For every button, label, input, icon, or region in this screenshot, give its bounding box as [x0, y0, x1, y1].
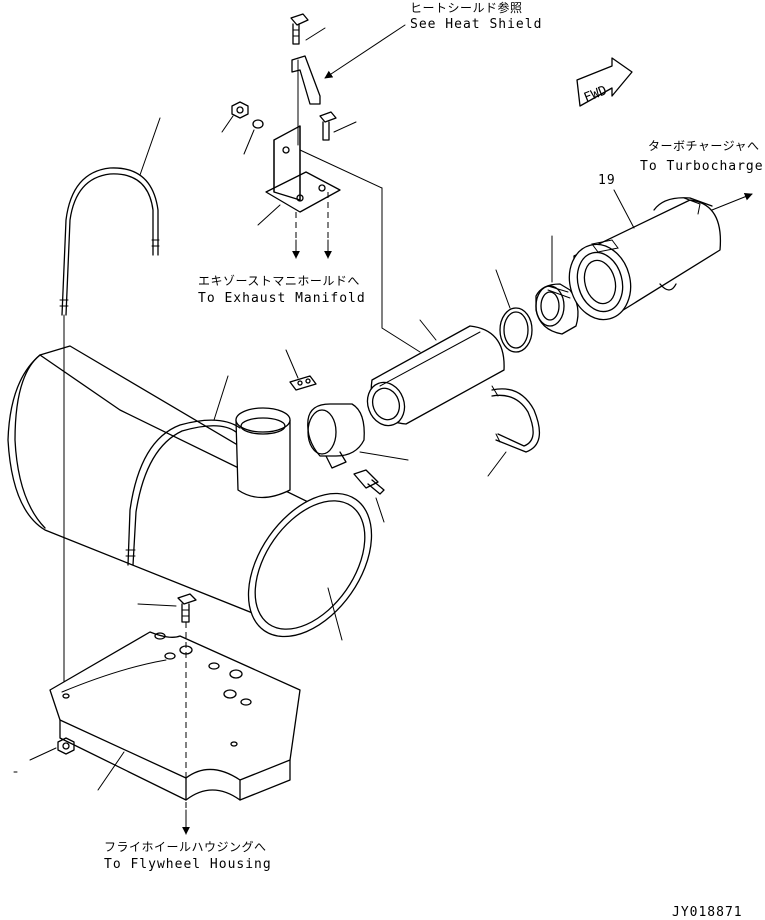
- leader-bottom-nut: [29, 747, 57, 761]
- leader-bottom-bolt: [137, 603, 177, 607]
- adapter-ring: [535, 283, 579, 335]
- leader-u-bolt-right: [487, 451, 507, 477]
- u-bolt-upper-left: [59, 167, 160, 316]
- leader-muffler-u-bolt: [213, 375, 229, 421]
- mounting-plate: [49, 631, 301, 801]
- leader-band-clamp: [359, 451, 409, 461]
- mounting-bracket: [265, 125, 341, 213]
- turbo-pipe-19: [568, 197, 722, 321]
- arrow-to-turbo: [711, 192, 753, 211]
- leader-clamp-plate: [285, 349, 299, 379]
- leader-clamp-bolt: [375, 497, 385, 523]
- heat-shield-bracket: [291, 55, 321, 146]
- turbo-label-en: To Turbocharger: [640, 159, 765, 174]
- muffler: [7, 345, 373, 638]
- fwd-label: FWD: [582, 83, 610, 106]
- connecting-pipe: [366, 325, 505, 427]
- leader-washer: [243, 129, 255, 155]
- u-bolt-muffler: [125, 419, 241, 566]
- clamp-plate: [289, 375, 317, 391]
- leader-gasket: [495, 269, 511, 309]
- clamp-bolt: [353, 469, 385, 495]
- leader-nut: [221, 115, 234, 133]
- leader-bracket: [257, 204, 281, 226]
- leader-bracket-to-pipe: [299, 149, 421, 353]
- gasket-ring: [499, 307, 533, 353]
- u-bolt-right: [491, 385, 541, 453]
- nut-left: [231, 101, 249, 119]
- turbo-label-jp: ターボチャージャへ: [648, 139, 760, 153]
- drawing-id: JY018871: [672, 905, 743, 920]
- leader-turbo-pipe: [613, 189, 635, 229]
- bolt-right-bracket: [319, 111, 337, 141]
- top-bolt: [290, 13, 309, 45]
- heat-shield-label-jp: ヒートシールド参照: [410, 0, 523, 15]
- leader-bracket-bolt: [333, 121, 357, 133]
- fwd-arrow-icon: FWD: [576, 57, 633, 107]
- heat-shield-label-en: See Heat Shield: [410, 17, 542, 32]
- leader-plate: [97, 751, 125, 791]
- flywheel-label-jp: フライホイールハウジングへ: [104, 840, 267, 854]
- bottom-bolt: [177, 593, 197, 623]
- leader-pipe: [419, 319, 437, 341]
- heat-shield-arrow: [324, 24, 406, 79]
- flywheel-label-en: To Flywheel Housing: [104, 857, 272, 872]
- exhaust-manifold-label-en: To Exhaust Manifold: [198, 291, 366, 306]
- washer: [252, 119, 264, 129]
- leader-muffler: [327, 587, 343, 641]
- leader-top-bolt: [305, 27, 326, 41]
- band-clamp: [307, 403, 365, 469]
- exhaust-manifold-label-jp: エキゾーストマニホールドへ: [198, 274, 360, 288]
- part-number-19: 19: [598, 173, 616, 188]
- muffler-outlet-pipe: [235, 407, 291, 499]
- leader-u-bolt: [139, 117, 161, 176]
- bottom-nut: [57, 737, 75, 755]
